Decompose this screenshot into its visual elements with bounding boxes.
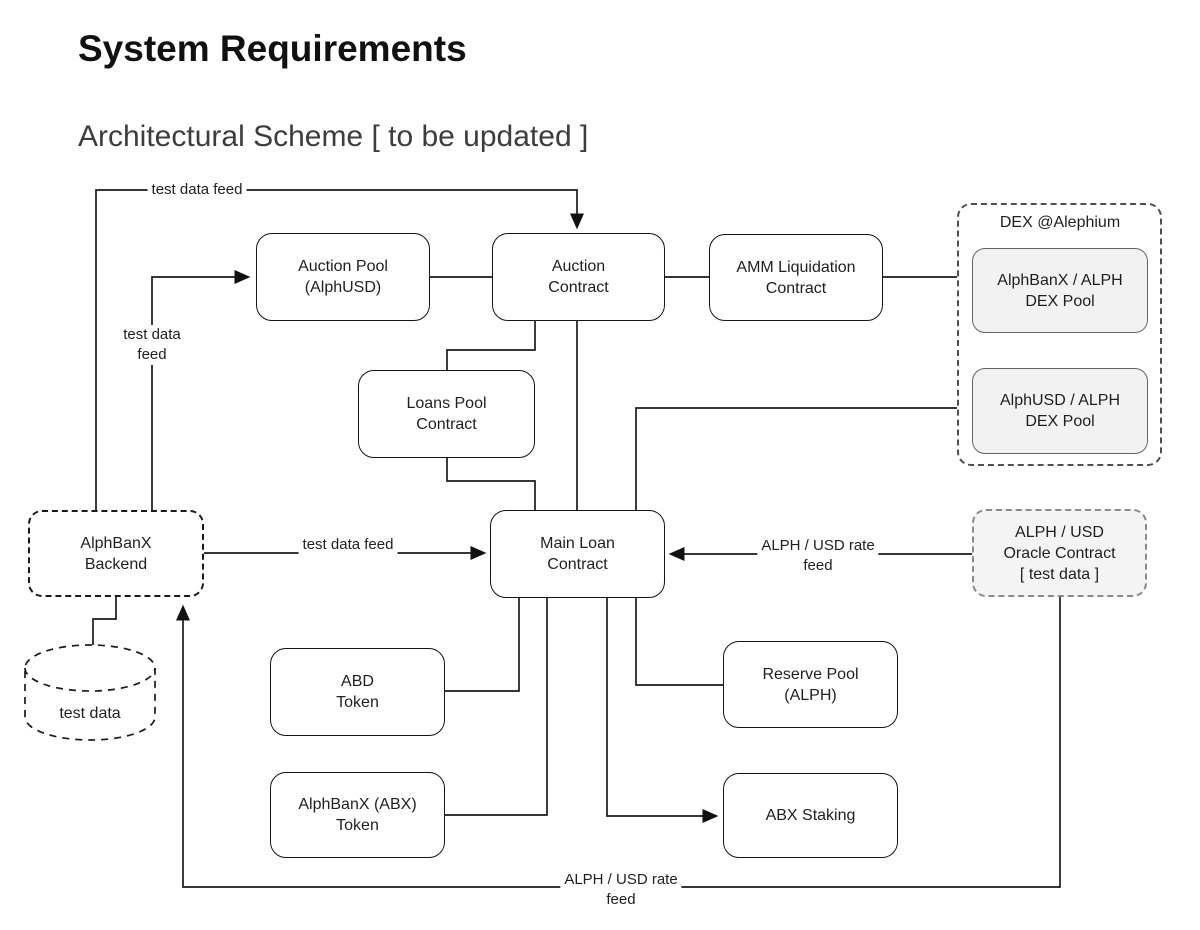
node-test-data-db-label: test data [59,705,121,722]
node-dex-pool-alphusd: AlphUSD / ALPH DEX Pool [972,368,1148,454]
edge-label-top-test-data-feed: test data feed [147,180,247,200]
node-alphbanx-backend: AlphBanX Backend [28,510,204,597]
edge-backend-to-auction-contract [95,189,585,510]
edge-backend-to-test-data-db [92,597,117,645]
group-dex-alephium [957,203,1162,466]
edge-main-loan-to-dex-pool-alphusd [635,407,957,510]
page-title: System Requirements [78,28,467,69]
node-loans-pool-contract: Loans Pool Contract [358,370,535,458]
edge-auction-contract-to-loans-pool [446,320,536,370]
node-dex-pool-alphbanx: AlphBanX / ALPH DEX Pool [972,248,1148,333]
node-abx-staking: ABX Staking [723,773,898,858]
edge-main-loan-to-abx-staking [606,598,719,824]
edge-abd-token-to-main-loan [445,598,520,692]
node-alphbanx-abx-token: AlphBanX (ABX) Token [270,772,445,858]
edge-label-bottom-alph-usd-rate-feed: ALPH / USD rate feed [560,870,682,910]
edge-backend-to-auction-pool [151,269,251,510]
edge-main-loan-to-reserve-pool [635,598,723,686]
node-auction-contract: Auction Contract [492,233,665,321]
node-amm-liquidation-contract: AMM Liquidation Contract [709,234,883,321]
node-reserve-pool: Reserve Pool (ALPH) [723,641,898,728]
edge-abx-token-to-main-loan [445,598,548,816]
node-auction-pool: Auction Pool (AlphUSD) [256,233,430,321]
edge-label-mid-test-data-feed: test data feed [298,535,398,555]
test-data-cylinder [24,644,156,741]
node-alph-usd-oracle-contract: ALPH / USD Oracle Contract [ test data ] [972,509,1147,597]
group-dex-alephium-title: DEX @Alephium [999,214,1121,231]
node-abd-token: ABD Token [270,648,445,736]
section-title: Architectural Scheme [ to be updated ] [78,120,589,153]
edge-label-alph-usd-rate-feed: ALPH / USD rate feed [757,536,879,576]
edge-loans-pool-to-main-loan [446,458,536,510]
node-main-loan-contract: Main Loan Contract [490,510,665,598]
edge-label-left-test-data-feed: test data feed [119,325,185,365]
